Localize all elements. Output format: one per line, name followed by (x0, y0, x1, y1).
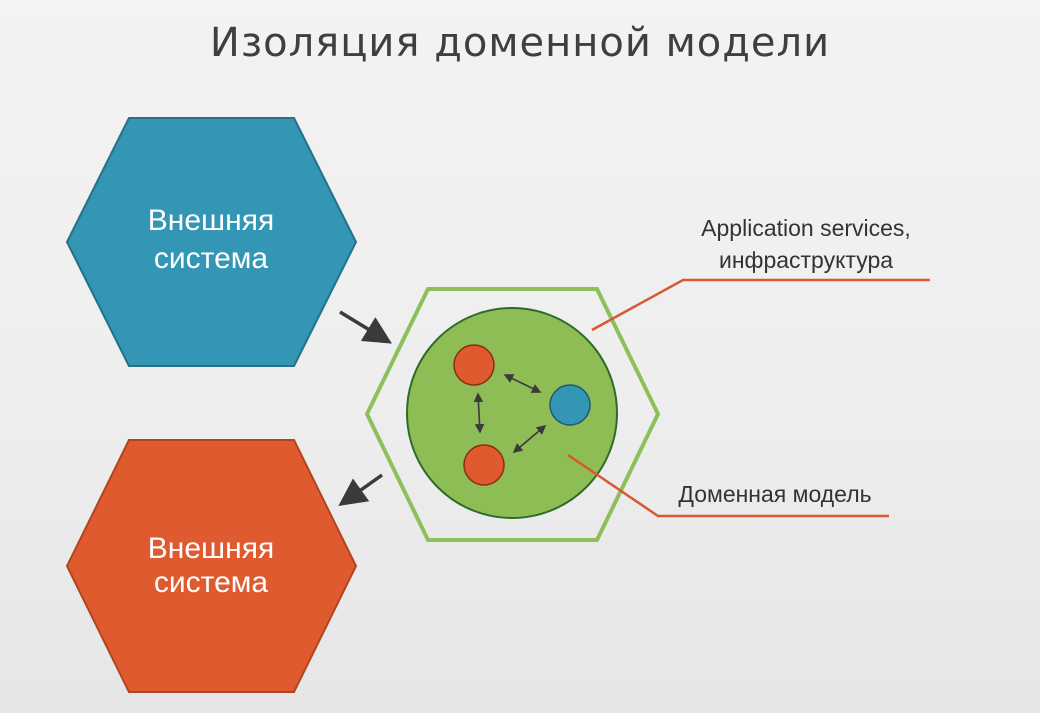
external-system-top-label-line2: система (154, 242, 268, 275)
application-services-label-line2: инфраструктура (719, 247, 893, 273)
entity-link-blue-bottom (512, 424, 547, 454)
external-system-bottom-label-line2: система (154, 566, 268, 599)
entity-red-top (453, 344, 495, 386)
external-system-top-label-line1: Внешняя (148, 204, 274, 237)
application-services-label-line1: Application services, (701, 215, 911, 241)
entity-blue (549, 384, 591, 426)
entity-red-bottom (463, 444, 505, 486)
domain-model-callout-line (567, 453, 889, 518)
application-services-callout-line (591, 278, 930, 332)
application-services-hexagon (364, 287, 661, 542)
entity-link-top-bottom (473, 392, 485, 434)
arrow-into-application (339, 310, 392, 344)
slide-title: Изоляция доменной модели (209, 20, 831, 66)
arrow-out-of-application (338, 473, 384, 507)
external-system-bottom: Внешняя система (65, 439, 358, 693)
external-system-bottom-hexagon (65, 439, 358, 693)
domain-model-label: Доменная модель (678, 481, 871, 507)
external-system-bottom-label-line1: Внешняя (148, 532, 274, 565)
external-system-top-hexagon (65, 117, 358, 367)
external-system-top: Внешняя система (65, 117, 358, 367)
entity-link-top-blue (503, 374, 542, 393)
